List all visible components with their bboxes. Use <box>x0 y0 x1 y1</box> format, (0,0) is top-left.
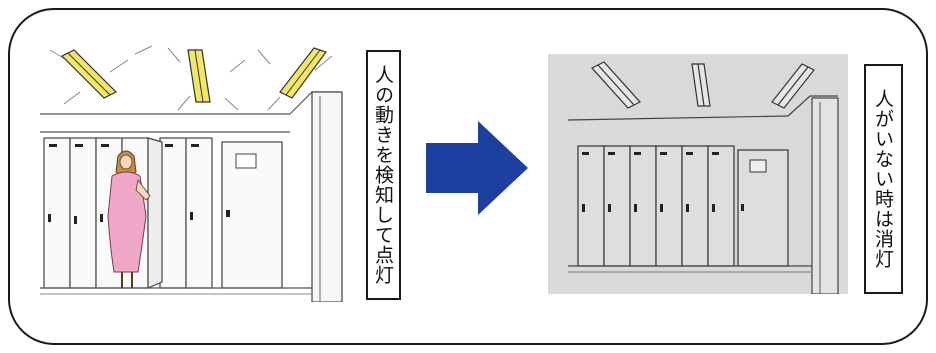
ceiling-lights-off <box>591 61 815 109</box>
lit-label: 人の動きを検知して点灯 <box>366 50 401 300</box>
locker-room-lit-illustration <box>40 42 360 302</box>
locker-room-dark-illustration <box>548 54 848 294</box>
person-figure <box>107 150 151 288</box>
dark-label: 人がいない時は消灯 <box>864 64 903 294</box>
ceiling-lights <box>60 47 327 103</box>
locker-room-dark-icon <box>548 54 848 294</box>
locker-room-lit-icon <box>40 42 360 302</box>
right-arrow-icon <box>426 121 528 215</box>
